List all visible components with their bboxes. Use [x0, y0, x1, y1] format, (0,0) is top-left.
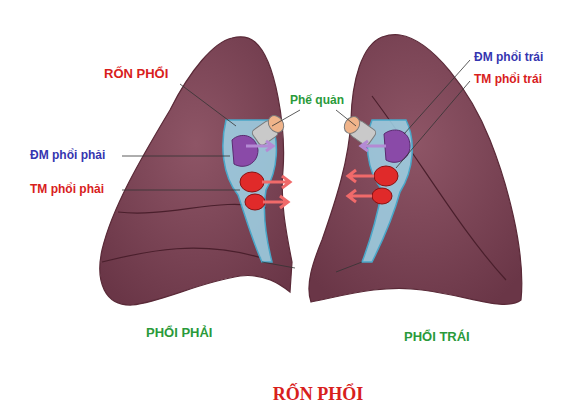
organ-label: PHỔI PHẢI [146, 326, 212, 341]
leader-lines [122, 60, 470, 272]
right-lung-fissure [102, 248, 262, 262]
structure-label: ĐM phổi phải [30, 149, 105, 163]
right-pulmonary-veins [240, 172, 290, 210]
right-lung [100, 37, 292, 305]
structure-label: TM phổi trái [474, 73, 542, 87]
left-pulmonary-artery [361, 130, 410, 162]
structure-label: ĐM phổi trái [474, 51, 543, 65]
structure-label: RỐN PHỔI [104, 67, 168, 82]
caption: RỐN PHỔI [273, 384, 364, 405]
organ-label: PHỔI TRÁI [404, 330, 470, 345]
left-pulmonary-veins [348, 166, 398, 204]
right-hilum [223, 120, 277, 262]
right-pulmonary-artery [232, 135, 273, 166]
structure-label: Phế quản [290, 94, 344, 108]
structure-label: TM phổi phải [30, 183, 104, 197]
